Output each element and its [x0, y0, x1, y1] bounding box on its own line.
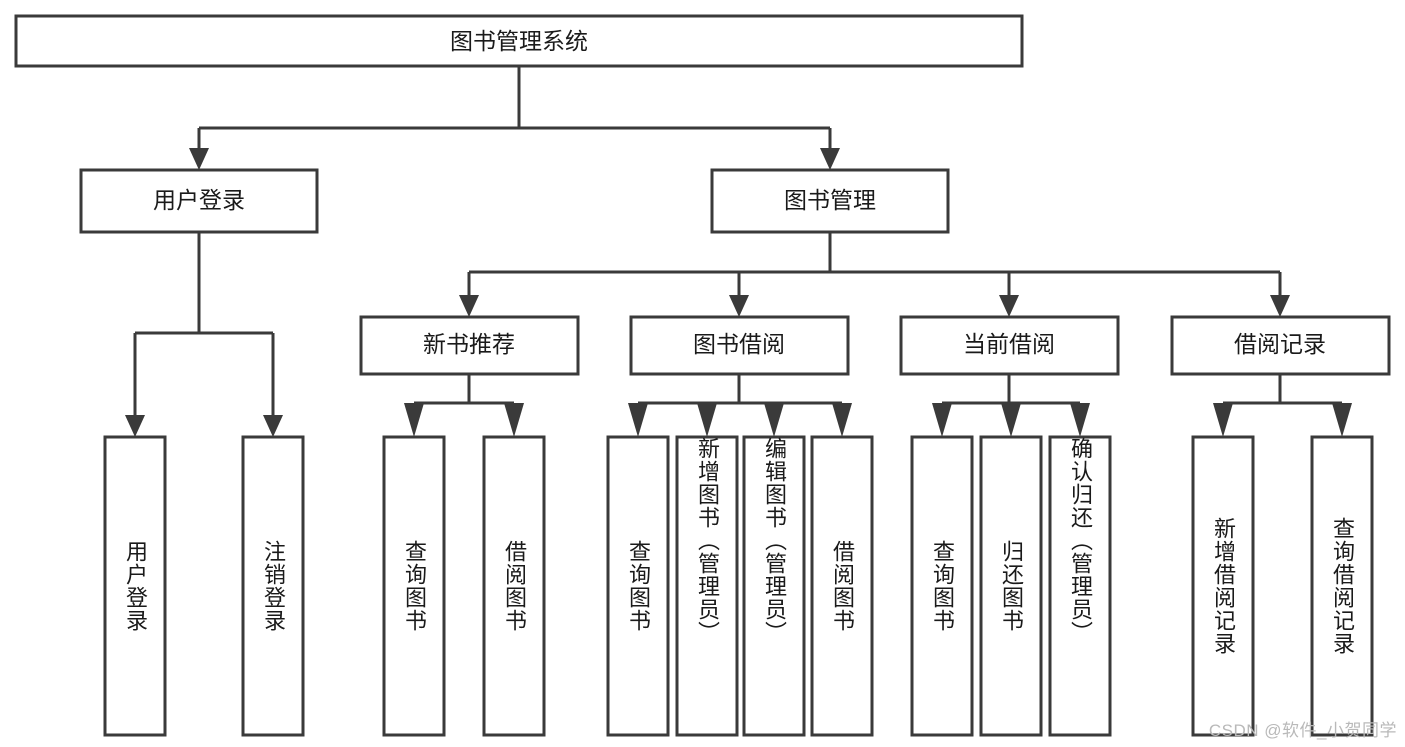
node-book-manage-box[interactable]	[710, 168, 950, 234]
leaf-edit-book-box[interactable]	[742, 435, 806, 737]
leaf-logout-login-box[interactable]	[241, 435, 305, 737]
leaf-borrow-book-box[interactable]	[810, 435, 874, 737]
arrow-head-leaf-confirm-return	[1070, 403, 1090, 437]
leaf-query-book-cur-box[interactable]	[910, 435, 974, 737]
node-book-manage[interactable]: 图书管理	[710, 168, 950, 234]
node-root-label: 图书管理系统	[450, 28, 588, 54]
arrow-head-user-login	[189, 148, 209, 170]
leaf-box-layer	[103, 435, 1374, 737]
arrow-head-leaf-add-record	[1213, 403, 1233, 437]
watermark-text: CSDN @软件_小贺同学	[1208, 721, 1397, 740]
node-root-box[interactable]	[14, 14, 1024, 68]
arrow-head-borrow-record	[1270, 295, 1290, 317]
leaf-borrow-book-rec-box[interactable]	[482, 435, 546, 737]
leaf-return-book-box[interactable]	[979, 435, 1043, 737]
arrow-head-leaf-query-record	[1332, 403, 1352, 437]
node-borrow-record[interactable]: 借阅记录	[1170, 315, 1391, 376]
leaf-query-book-rec-box[interactable]	[382, 435, 446, 737]
node-user-login[interactable]: 用户登录	[79, 168, 319, 234]
arrow-head-book-manage	[820, 148, 840, 170]
node-current-borrow-label: 当前借阅	[963, 331, 1055, 357]
leaf-user-login-box[interactable]	[103, 435, 167, 737]
arrow-head-current-borrow	[999, 295, 1019, 317]
leaf-add-record-box[interactable]	[1191, 435, 1255, 737]
node-book-borrow-label: 图书借阅	[693, 331, 785, 357]
leaf-confirm-return-box[interactable]	[1048, 435, 1112, 737]
arrow-head-leaf-user-login	[125, 415, 145, 437]
leaf-add-book-box[interactable]	[675, 435, 739, 737]
connector-layer	[125, 66, 1352, 437]
node-book-borrow[interactable]: 图书借阅	[629, 315, 850, 376]
arrow-head-leaf-borrow-book	[832, 403, 852, 437]
node-new-book-rec-label: 新书推荐	[423, 331, 515, 357]
node-borrow-record-box[interactable]	[1170, 315, 1391, 376]
node-borrow-record-label: 借阅记录	[1234, 331, 1326, 357]
node-user-login-box[interactable]	[79, 168, 319, 234]
arrow-head-book-borrow	[729, 295, 749, 317]
arrow-head-leaf-return-book	[1001, 403, 1021, 437]
arrow-head-leaf-logout-login	[263, 415, 283, 437]
node-user-login-label: 用户登录	[153, 187, 245, 213]
node-current-borrow[interactable]: 当前借阅	[899, 315, 1120, 376]
arrow-head-new-book-rec	[459, 295, 479, 317]
node-new-book-rec[interactable]: 新书推荐	[359, 315, 580, 376]
arrow-head-leaf-query-book-rec	[404, 403, 424, 437]
arrow-head-leaf-borrow-book-rec	[504, 403, 524, 437]
arrow-head-leaf-query-book-cur	[932, 403, 952, 437]
node-book-manage-label: 图书管理	[784, 187, 876, 213]
node-root[interactable]: 图书管理系统	[14, 14, 1024, 68]
arrow-head-leaf-add-book	[697, 403, 717, 437]
node-book-borrow-box[interactable]	[629, 315, 850, 376]
leaf-query-record-box[interactable]	[1310, 435, 1374, 737]
arrow-head-leaf-edit-book	[764, 403, 784, 437]
node-current-borrow-box[interactable]	[899, 315, 1120, 376]
node-new-book-rec-box[interactable]	[359, 315, 580, 376]
leaf-query-book-borrow-box[interactable]	[606, 435, 670, 737]
arrow-head-leaf-query-book-borrow	[628, 403, 648, 437]
